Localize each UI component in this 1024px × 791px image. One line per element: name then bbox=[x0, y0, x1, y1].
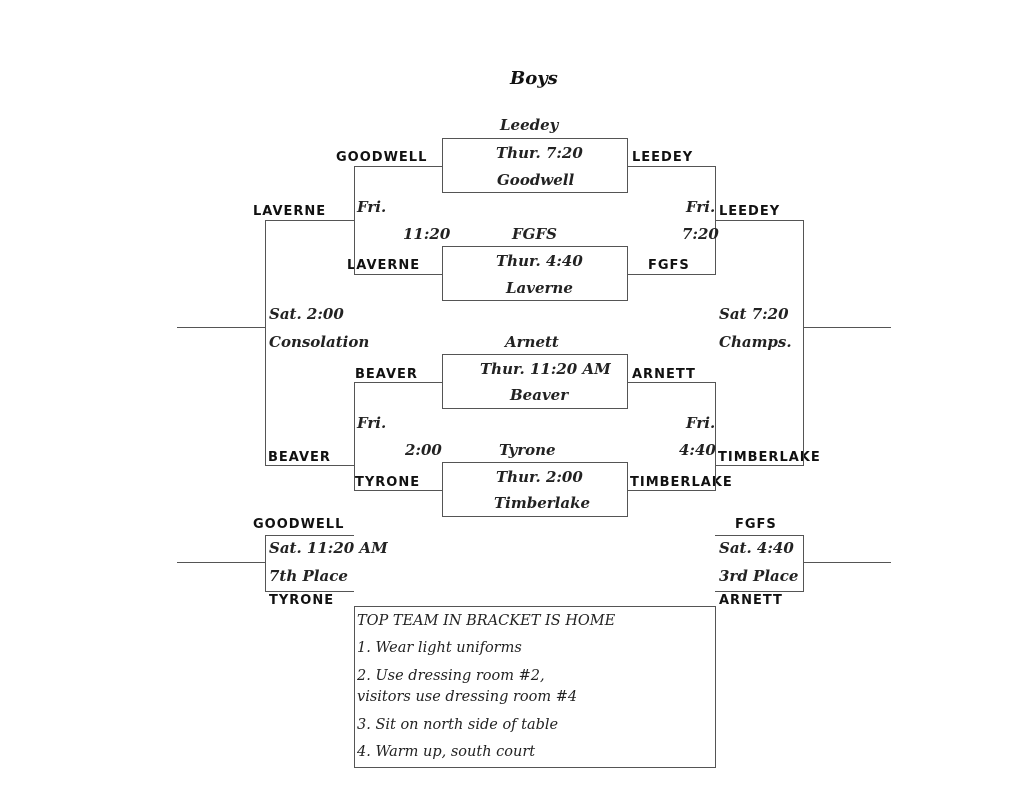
game4-bottom-team: Timberlake bbox=[494, 494, 591, 512]
line-arnett bbox=[628, 382, 715, 383]
game1-top-team: Leedey bbox=[500, 116, 559, 134]
game-box-2 bbox=[442, 246, 628, 301]
team-arnett-3rd: ARNETT bbox=[719, 593, 783, 608]
game4-top-team: Tyrone bbox=[499, 441, 556, 459]
team-goodwell-7th: GOODWELL bbox=[253, 517, 345, 532]
game3-time: Thur. 11:20 AM bbox=[480, 360, 611, 378]
line-laverne bbox=[354, 274, 442, 275]
vline-left-bottom bbox=[354, 382, 355, 491]
line-arnett-3rd bbox=[715, 591, 803, 592]
line-3rd-out bbox=[803, 562, 891, 563]
line-fgfs-3rd bbox=[715, 535, 803, 536]
game2-bottom-team: Laverne bbox=[506, 279, 573, 297]
vline-7th bbox=[265, 535, 266, 592]
line-goodwell-7th bbox=[265, 535, 354, 536]
fri-right-bottom-day: Fri. bbox=[686, 414, 716, 432]
team-laverne-r1: LAVERNE bbox=[347, 258, 421, 273]
line-laverne-consolation bbox=[265, 220, 354, 221]
fri-right-top-day: Fri. bbox=[686, 198, 716, 216]
line-7th-out bbox=[177, 562, 265, 563]
line-leedey-champ bbox=[715, 220, 803, 221]
team-fgfs-3rd: FGFS bbox=[735, 517, 777, 532]
vline-3rd bbox=[803, 535, 804, 592]
game-box-1 bbox=[442, 138, 628, 193]
team-beaver-r1: BEAVER bbox=[355, 367, 418, 382]
fri-right-top-time: 7:20 bbox=[682, 225, 719, 243]
champs-label: Champs. bbox=[719, 333, 792, 351]
champs-time: Sat 7:20 bbox=[719, 305, 789, 323]
line-beaver-consolation bbox=[265, 465, 354, 466]
line-tyrone bbox=[354, 490, 442, 491]
fri-left-bottom-time: 2:00 bbox=[405, 441, 442, 459]
consolation-label: Consolation bbox=[269, 333, 370, 351]
line-leedey bbox=[628, 166, 715, 167]
game4-time: Thur. 2:00 bbox=[496, 468, 583, 486]
home-team-rules-box bbox=[354, 606, 716, 768]
game3-bottom-team: Beaver bbox=[510, 386, 569, 404]
game1-time: Thur. 7:20 bbox=[496, 144, 583, 162]
rule-item-2-cont: visitors use dressing room #4 bbox=[357, 689, 578, 705]
team-tyrone-r1: TYRONE bbox=[355, 475, 421, 490]
line-timberlake-champ bbox=[715, 465, 803, 466]
team-timberlake-champ: TIMBERLAKE bbox=[718, 450, 821, 465]
team-leedey-r1: LEEDEY bbox=[632, 150, 694, 165]
team-leedey-champ: LEEDEY bbox=[719, 204, 781, 219]
team-goodwell-r1: GOODWELL bbox=[336, 150, 428, 165]
fri-left-top-time: 11:20 bbox=[403, 225, 451, 243]
game2-top-team: FGFS bbox=[512, 225, 557, 243]
third-label: 3rd Place bbox=[719, 567, 799, 585]
line-champ-out bbox=[803, 327, 891, 328]
team-timberlake-r1: TIMBERLAKE bbox=[630, 475, 733, 490]
game3-top-team: Arnett bbox=[505, 333, 559, 351]
vline-left-top bbox=[354, 166, 355, 275]
line-goodwell bbox=[354, 166, 442, 167]
line-tyrone-7th bbox=[265, 591, 354, 592]
vline-right-bottom bbox=[715, 382, 716, 491]
rule-item-4: 4. Warm up, south court bbox=[357, 744, 536, 760]
game-box-4 bbox=[442, 462, 628, 517]
line-beaver bbox=[354, 382, 442, 383]
third-time: Sat. 4:40 bbox=[719, 539, 794, 557]
vline-consolation bbox=[265, 220, 266, 466]
fri-left-bottom-day: Fri. bbox=[357, 414, 387, 432]
rule-item-1: 1. Wear light uniforms bbox=[357, 640, 522, 656]
fri-left-top-day: Fri. bbox=[357, 198, 387, 216]
game2-time: Thur. 4:40 bbox=[496, 252, 583, 270]
fri-right-bottom-time: 4:40 bbox=[679, 441, 716, 459]
line-fgfs bbox=[628, 274, 715, 275]
team-arnett-r1: ARNETT bbox=[632, 367, 696, 382]
rule-item-2: 2. Use dressing room #2, bbox=[357, 668, 545, 684]
game-box-3 bbox=[442, 354, 628, 409]
team-fgfs-r1: FGFS bbox=[648, 258, 690, 273]
team-tyrone-7th: TYRONE bbox=[269, 593, 335, 608]
line-timberlake bbox=[628, 490, 715, 491]
rules-heading: TOP TEAM IN BRACKET IS HOME bbox=[357, 613, 616, 629]
consolation-time: Sat. 2:00 bbox=[269, 305, 344, 323]
seventh-label: 7th Place bbox=[269, 567, 348, 585]
team-beaver-consolation: BEAVER bbox=[268, 450, 331, 465]
page-title: Boys bbox=[510, 68, 558, 89]
seventh-time: Sat. 11:20 AM bbox=[269, 539, 388, 557]
team-laverne-consolation: LAVERNE bbox=[253, 204, 327, 219]
vline-champ bbox=[803, 220, 804, 466]
game1-bottom-team: Goodwell bbox=[497, 171, 575, 189]
line-consolation-out bbox=[177, 327, 265, 328]
rule-item-3: 3. Sit on north side of table bbox=[357, 717, 559, 733]
